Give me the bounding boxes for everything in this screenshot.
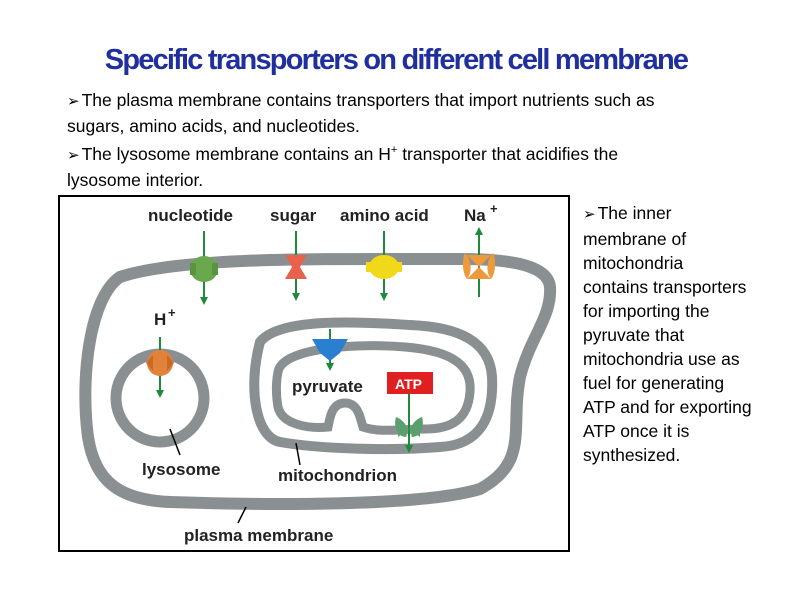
label-na-plus: + <box>490 201 498 216</box>
bullet-lysosome-text-post: transporter that acidifies the lysosome … <box>67 144 619 190</box>
mitochondrion-inner-shape <box>272 341 475 435</box>
atp-transporter <box>395 417 423 437</box>
label-pyruvate: pyruvate <box>292 377 363 396</box>
sugar-transporter <box>285 255 307 279</box>
label-lysosome: lysosome <box>142 460 220 479</box>
atp-label-box <box>387 372 433 394</box>
label-amino-acid: amino acid <box>340 206 429 225</box>
bullet-arrow-icon: ➢ <box>67 147 80 164</box>
mitochondrion-pointer <box>295 442 301 466</box>
membrane-diagram-svg: nucleotide sugar amino acid Na + H + pyr… <box>79 201 557 545</box>
bullet-plasma-membrane: ➢The plasma membrane contains transporte… <box>67 88 677 138</box>
slide-title: Specific transporters on different cell … <box>104 44 689 76</box>
label-h: H <box>154 310 166 329</box>
plasma-membrane-shape <box>79 252 557 510</box>
label-na: Na <box>464 206 486 225</box>
h-transporter <box>146 350 174 376</box>
amino-acid-transporter <box>366 255 402 279</box>
pyruvate-transporter <box>312 339 348 361</box>
bullet-mitochondria-text: The inner membrane of mitochondria conta… <box>583 203 752 465</box>
bullet-lysosome-sup: + <box>390 144 398 157</box>
label-sugar: sugar <box>270 206 317 225</box>
bullet-lysosome-text-pre: The lysosome membrane contains an H <box>81 144 391 164</box>
bullet-plasma-text: The plasma membrane contains transporter… <box>67 90 655 136</box>
label-nucleotide: nucleotide <box>148 206 233 225</box>
mitochondrion-outer-shape <box>249 317 498 455</box>
plasma-membrane-pointer <box>237 506 247 524</box>
label-plasma-membrane: plasma membrane <box>184 526 333 545</box>
nucleotide-transporter <box>190 256 218 282</box>
bullet-mitochondria: ➢The inner membrane of mitochondria cont… <box>583 201 753 467</box>
bullet-arrow-icon: ➢ <box>583 206 596 223</box>
membrane-diagram: nucleotide sugar amino acid Na + H + pyr… <box>58 195 570 552</box>
label-h-plus: + <box>168 305 176 320</box>
label-mitochondrion: mitochondrion <box>278 466 397 485</box>
label-atp: ATP <box>395 376 422 392</box>
bullet-arrow-icon: ➢ <box>67 93 80 110</box>
lysosome-pointer <box>169 428 181 456</box>
na-transporter <box>462 253 496 279</box>
bullet-lysosome: ➢The lysosome membrane contains an H+ tr… <box>67 142 677 192</box>
